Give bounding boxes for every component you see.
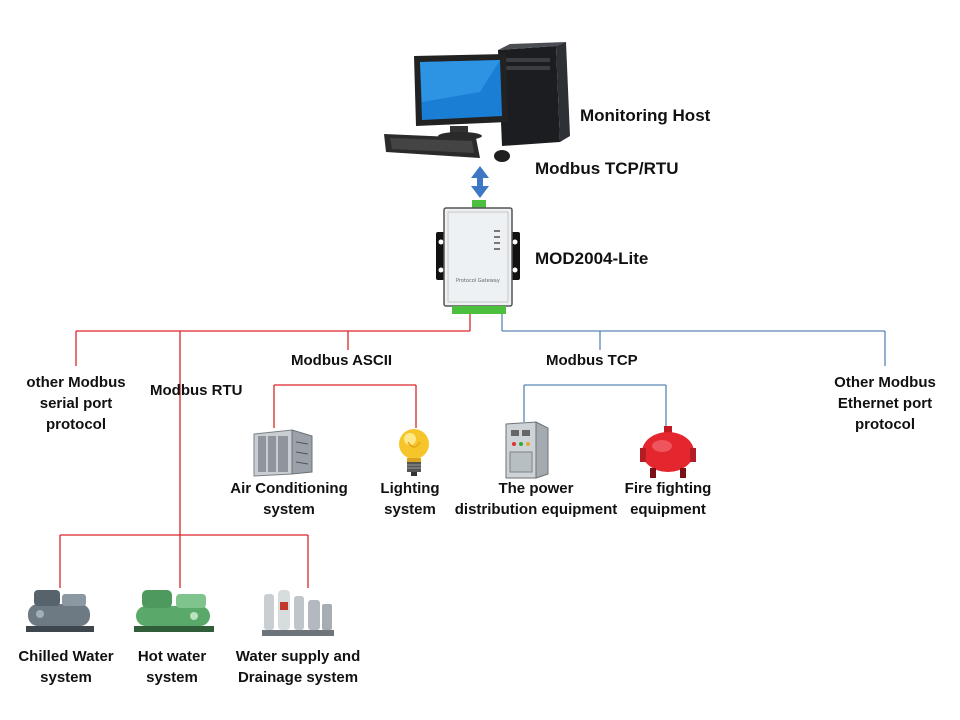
fire-fighting-line-1: Fire fighting — [624, 480, 712, 497]
hot-water-unit-icon — [134, 590, 214, 632]
lighting-line-2: system — [384, 501, 436, 518]
monitoring-host-label: Monitoring Host — [580, 106, 711, 125]
fire-fighting-line-2: equipment — [630, 501, 706, 518]
chilled-water-line-2: system — [40, 669, 92, 686]
other-ethernet-protocol-label: Other Modbus Ethernet port protocol — [834, 372, 936, 435]
modbus-tcp-label: Modbus TCP — [546, 352, 638, 369]
hot-water-line-1: Hot water — [137, 648, 207, 665]
chilled-water-label: Chilled Water system — [18, 646, 113, 688]
gateway-panel-text: Protocol Gateway — [456, 278, 500, 284]
hot-water-label: Hot water system — [138, 646, 206, 688]
host-link-protocol-label: Modbus TCP/RTU — [535, 159, 679, 178]
hot-water-line-2: system — [146, 669, 198, 686]
lighting-line-1: Lighting — [380, 480, 440, 497]
power-distribution-line-1: The power — [498, 480, 574, 497]
computer-icon — [384, 42, 570, 162]
power-cabinet-icon — [505, 421, 549, 479]
other-ethernet-line-1: Other Modbus — [834, 374, 936, 391]
chilled-water-line-1: Chilled Water — [18, 648, 114, 665]
gateway-device-icon: Protocol Gateway — [436, 200, 520, 314]
other-serial-line-3: protocol — [46, 416, 106, 433]
fire-fighting-label: Fire fighting equipment — [625, 478, 712, 520]
light-bulb-icon — [399, 429, 429, 476]
serial-bus-lines — [59, 310, 471, 588]
other-serial-line-1: other Modbus — [26, 374, 126, 391]
water-supply-label: Water supply and Drainage system — [236, 646, 360, 688]
other-serial-protocol-label: other Modbus serial port protocol — [26, 372, 125, 435]
other-serial-line-2: serial port — [39, 395, 113, 412]
bidirectional-arrow-icon — [471, 166, 489, 198]
power-distribution-line-2: distribution equipment — [454, 501, 618, 518]
water-supply-line-1: Water supply and — [235, 648, 361, 665]
other-ethernet-line-3: protocol — [854, 416, 915, 433]
lighting-label: Lighting system — [380, 478, 439, 520]
chiller-unit-icon — [26, 590, 94, 632]
modbus-ascii-label: Modbus ASCII — [291, 352, 393, 369]
air-conditioning-unit-icon — [253, 429, 313, 477]
modbus-rtu-label: Modbus RTU — [150, 382, 243, 399]
air-conditioning-label: Air Conditioning system — [230, 478, 347, 520]
air-conditioning-line-1: Air Conditioning — [230, 480, 348, 497]
water-supply-line-2: Drainage system — [237, 669, 359, 686]
water-pump-station-icon — [262, 590, 334, 636]
fire-fighting-tank-icon — [640, 426, 696, 478]
other-ethernet-line-2: Ethernet port — [837, 395, 933, 412]
power-distribution-label: The power distribution equipment — [455, 478, 618, 520]
gateway-label: MOD2004-Lite — [535, 249, 649, 268]
air-conditioning-line-2: system — [263, 501, 315, 518]
